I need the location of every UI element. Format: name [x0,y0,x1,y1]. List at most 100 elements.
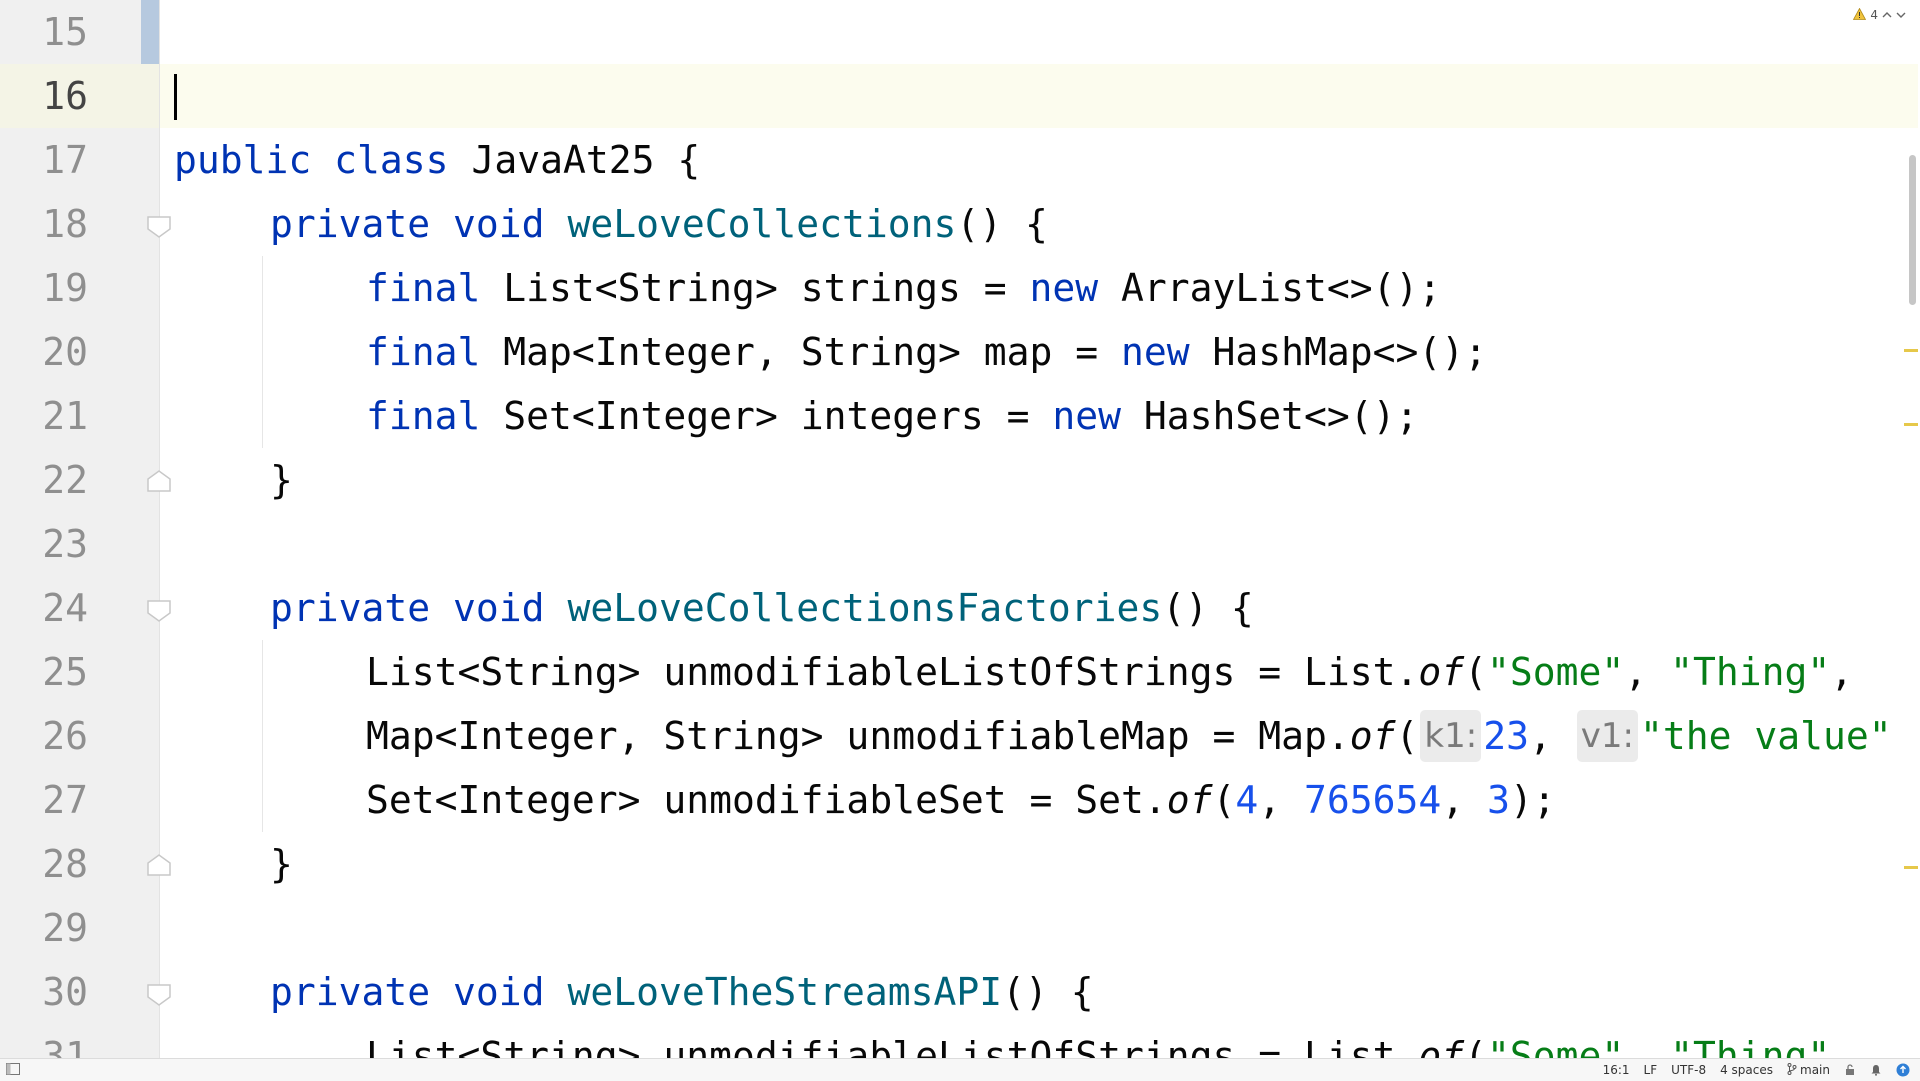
line-number: 27 [42,778,88,822]
current-line-highlight [0,64,1918,128]
toggle-tool-windows-icon[interactable] [6,1063,20,1078]
code-text: , [1441,778,1488,822]
branch-name: main [1800,1063,1830,1077]
string-literal: "Thing" [1670,650,1831,694]
string-literal: "Some" [1487,650,1625,694]
fold-collapse-icon[interactable] [147,216,171,238]
code-line-17: public class JavaAt25 { [174,128,700,192]
chevron-up-icon[interactable] [1882,8,1892,22]
keyword: new [1029,266,1099,310]
line-number: 19 [42,266,88,310]
keyword: void [453,202,545,246]
warning-stripe-marker[interactable] [1904,866,1918,869]
notifications-bell-icon[interactable] [1870,1064,1882,1076]
keyword: final [366,330,481,374]
fold-end-icon[interactable] [147,470,171,492]
keyword: private [270,202,431,246]
static-method: of [1418,1034,1465,1058]
update-status-icon[interactable] [1896,1063,1910,1077]
line-number: 15 [42,10,88,54]
chevron-down-icon[interactable] [1896,8,1906,22]
line-number-current: 16 [42,74,88,118]
scrollbar-thumb[interactable] [1909,155,1916,305]
line-number: 18 [42,202,88,246]
keyword: final [366,266,481,310]
warning-icon [1853,7,1867,23]
number-literal: 3 [1487,778,1510,822]
branch-icon [1787,1062,1797,1078]
code-text: , [1258,778,1305,822]
code-editor[interactable]: 15 16 17 18 19 20 21 22 23 24 25 26 27 2… [0,0,1920,1058]
warning-stripe-marker[interactable] [1904,349,1918,352]
line-number: 28 [42,842,88,886]
method-name: weLoveCollectionsFactories [567,586,1163,630]
line-number: 21 [42,394,88,438]
code-text: ( [1464,650,1488,694]
code-line-21: final Set<Integer> integers = new HashSe… [366,384,1418,448]
keyword: private [270,586,431,630]
code-text: } [270,458,293,502]
caret-position[interactable]: 16:1 [1602,1063,1630,1077]
line-number: 24 [42,586,88,630]
line-number: 29 [42,906,88,950]
code-text: ); [1509,778,1556,822]
indent-guide [262,256,263,448]
line-number: 30 [42,970,88,1014]
string-literal: "Some" [1487,1034,1625,1058]
inspection-widget[interactable]: 4 [1853,6,1906,24]
text-caret [174,74,177,120]
code-text: () { [1002,970,1094,1014]
parameter-hint[interactable]: k1: [1420,710,1482,762]
line-number-gutter[interactable] [0,0,160,1058]
vcs-change-marker[interactable] [141,0,159,64]
code-text: , [1624,650,1671,694]
code-line-24: private void weLoveCollectionsFactories(… [270,576,1254,640]
fold-collapse-icon[interactable] [147,600,171,622]
parameter-hint[interactable]: v1: [1576,710,1638,762]
keyword: class [334,138,449,182]
line-number: 22 [42,458,88,502]
string-literal: "Thing" [1670,1034,1831,1058]
code-text: Map<Integer, String> unmodifiableMap = M… [366,714,1350,758]
line-number: 23 [42,522,88,566]
line-number: 31 [42,1034,88,1058]
code-text: List<String> strings = [503,266,1030,310]
method-name: weLoveTheStreamsAPI [567,970,1003,1014]
code-text: ( [1212,778,1236,822]
code-text: HashMap<>(); [1212,330,1488,374]
fold-collapse-icon[interactable] [147,984,171,1006]
status-bar: 16:1 LF UTF-8 4 spaces main [0,1058,1920,1081]
number-literal: 23 [1483,714,1529,758]
keyword: void [453,586,545,630]
code-line-30: private void weLoveTheStreamsAPI() { [270,960,1094,1024]
warning-count: 4 [1870,8,1878,22]
warning-stripe-marker[interactable] [1904,423,1918,426]
line-number: 17 [42,138,88,182]
code-text: Map<Integer, String> map = [503,330,1121,374]
line-separator[interactable]: LF [1643,1063,1658,1077]
code-line-20: final Map<Integer, String> map = new Has… [366,320,1487,384]
indent-setting[interactable]: 4 spaces [1720,1063,1774,1077]
vertical-scrollbar[interactable] [1898,0,1920,1058]
keyword: new [1052,394,1121,438]
line-number: 25 [42,650,88,694]
keyword: public [174,138,312,182]
code-line-18: private void weLoveCollections() { [270,192,1048,256]
file-encoding[interactable]: UTF-8 [1671,1063,1707,1077]
code-text: Set<Integer> unmodifiableSet = Set. [366,778,1167,822]
code-line-28: } [270,832,293,896]
lock-icon[interactable] [1844,1064,1856,1076]
number-literal: 765654 [1304,778,1442,822]
code-line-26: Map<Integer, String> unmodifiableMap = M… [366,704,1892,768]
code-text: ( [1464,1034,1488,1058]
indent-guide [262,640,263,832]
fold-end-icon[interactable] [147,854,171,876]
line-number: 20 [42,330,88,374]
keyword: private [270,970,431,1014]
code-line-22: } [270,448,293,512]
code-line-31: List<String> unmodifiableListOfStrings =… [366,1024,1830,1058]
code-text: List<String> unmodifiableListOfStrings =… [366,650,1419,694]
vcs-branch-widget[interactable]: main [1787,1062,1830,1078]
number-literal: 4 [1235,778,1259,822]
code-text: () { [956,202,1048,246]
